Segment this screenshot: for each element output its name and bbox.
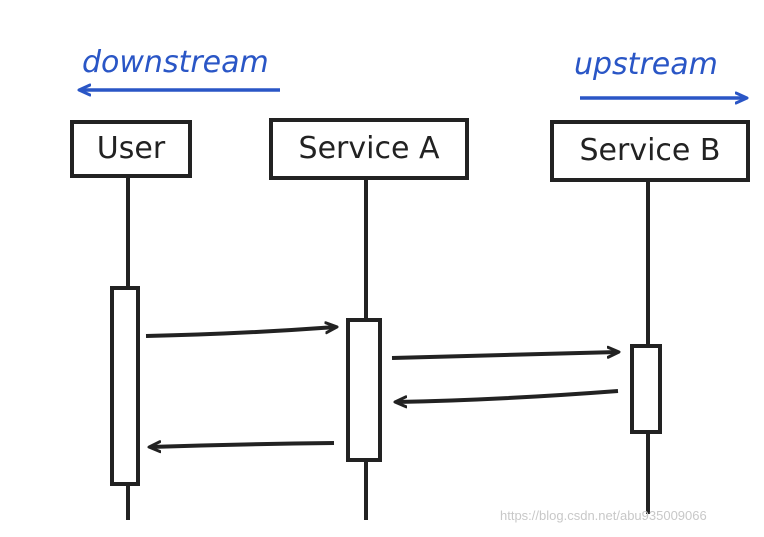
activation-service-a bbox=[346, 318, 382, 462]
participant-label: Service B bbox=[580, 133, 721, 168]
participant-service-a: Service A bbox=[269, 118, 469, 180]
participant-user: User bbox=[70, 120, 192, 178]
upstream-label: upstream bbox=[574, 47, 718, 82]
downstream-label: downstream bbox=[82, 45, 269, 80]
activation-service-b bbox=[630, 344, 662, 434]
message-service-b-to-service-a bbox=[396, 389, 619, 402]
participant-label: Service A bbox=[299, 131, 440, 166]
message-user-to-service-a bbox=[145, 327, 336, 338]
activation-user bbox=[110, 286, 140, 486]
participant-label: User bbox=[97, 131, 166, 166]
participant-service-b: Service B bbox=[550, 120, 750, 182]
watermark: https://blog.csdn.net/abu935009066 bbox=[500, 508, 707, 523]
message-service-a-to-service-b bbox=[391, 352, 618, 360]
message-service-a-to-user bbox=[150, 443, 335, 447]
